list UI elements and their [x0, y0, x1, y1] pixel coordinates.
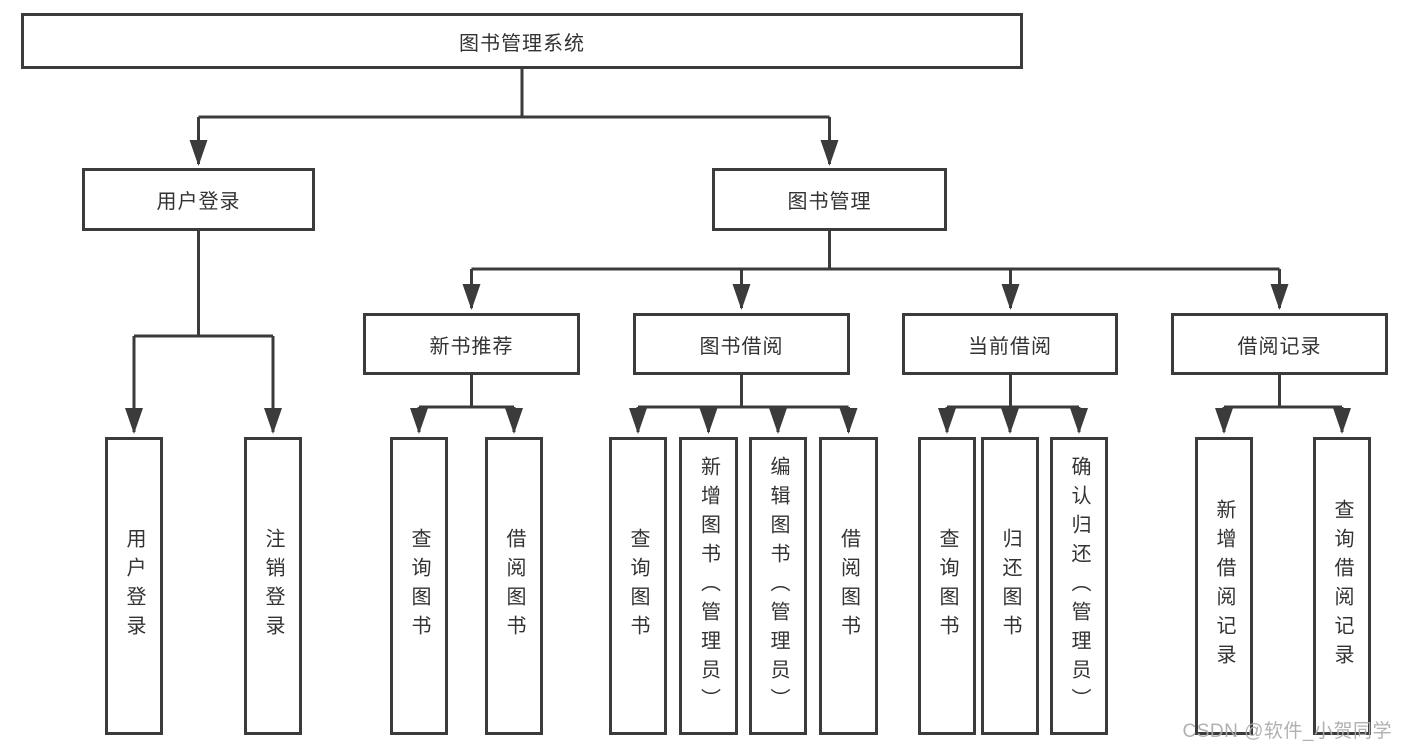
leaf-borrow-books-1: 借阅图书 — [485, 437, 543, 735]
leaf-query-books-3-label: 查询图书 — [936, 528, 958, 644]
leaf-query-books-2: 查询图书 — [609, 437, 667, 735]
node-user-login: 用户登录 — [82, 168, 315, 231]
leaf-user-login-label: 用户登录 — [123, 528, 145, 644]
leaf-edit-books-admin-label: 编辑图书（管理员） — [767, 455, 789, 717]
connector-currentborrow-to-leaves — [947, 375, 1079, 409]
leaf-query-books-1-label: 查询图书 — [408, 528, 430, 644]
node-book-management: 图书管理 — [712, 168, 947, 231]
leaf-logout-label: 注销登录 — [262, 528, 284, 644]
leaf-query-books-3: 查询图书 — [918, 437, 976, 735]
leaf-borrow-books-2-label: 借阅图书 — [837, 528, 860, 644]
leaf-confirm-return-admin: 确认归还（管理员） — [1050, 437, 1108, 735]
node-current-borrow-label: 当前借阅 — [968, 335, 1052, 358]
node-new-books: 新书推荐 — [363, 313, 580, 375]
connector-bookborrow-to-leaves — [638, 375, 849, 409]
node-borrow-records-label: 借阅记录 — [1237, 335, 1322, 358]
node-root-library-system: 图书管理系统 — [21, 13, 1023, 69]
leaf-query-books-2-label: 查询图书 — [627, 528, 649, 644]
node-current-borrow: 当前借阅 — [902, 313, 1118, 375]
node-borrow-records: 借阅记录 — [1171, 313, 1388, 375]
connector-records-to-leaves — [1224, 375, 1342, 409]
node-root-label: 图书管理系统 — [459, 32, 585, 55]
leaf-return-books: 归还图书 — [981, 437, 1039, 735]
node-book-management-label: 图书管理 — [787, 191, 872, 213]
leaf-return-books-label: 归还图书 — [999, 528, 1021, 644]
node-book-borrow-label: 图书借阅 — [699, 335, 784, 358]
leaf-confirm-return-admin-label: 确认归还（管理员） — [1068, 455, 1090, 717]
leaf-logout: 注销登录 — [244, 437, 302, 735]
leaf-add-borrow-record-label: 新增借阅记录 — [1213, 499, 1235, 673]
leaf-add-books-admin: 新增图书（管理员） — [679, 437, 738, 735]
leaf-borrow-books-2: 借阅图书 — [819, 437, 878, 735]
connector-userlogin-to-leaves — [134, 231, 273, 338]
connector-bookmgmt-to-level3 — [471, 231, 1280, 271]
leaf-query-books-1: 查询图书 — [390, 437, 448, 735]
leaf-query-borrow-record-label: 查询借阅记录 — [1331, 499, 1353, 673]
leaf-query-borrow-record: 查询借阅记录 — [1313, 437, 1371, 735]
node-new-books-label: 新书推荐 — [429, 335, 514, 358]
leaf-add-books-admin-label: 新增图书（管理员） — [697, 455, 720, 717]
node-book-borrow: 图书借阅 — [633, 313, 850, 375]
connector-root-to-level2 — [198, 69, 830, 119]
leaf-add-borrow-record: 新增借阅记录 — [1195, 437, 1253, 735]
connector-newbooks-to-leaves — [419, 375, 514, 409]
leaf-borrow-books-1-label: 借阅图书 — [503, 528, 525, 644]
leaf-edit-books-admin: 编辑图书（管理员） — [749, 437, 807, 735]
watermark: CSDN @软件_小贺同学 — [1182, 721, 1392, 742]
node-user-login-label: 用户登录 — [156, 191, 241, 213]
leaf-user-login: 用户登录 — [105, 437, 163, 735]
